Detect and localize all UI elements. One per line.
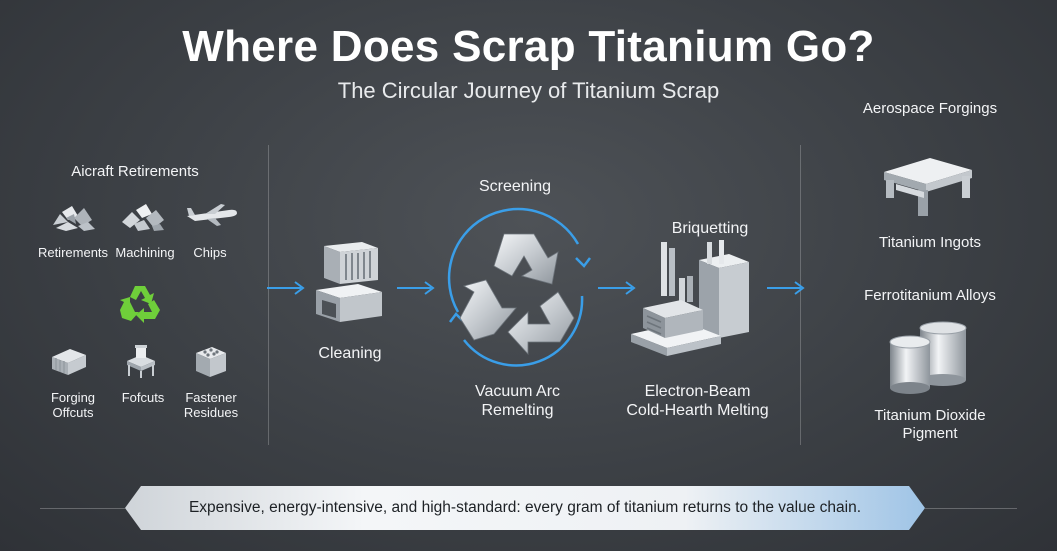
source-label-fofcuts: Fofcuts xyxy=(121,390,165,405)
page-subtitle: The Circular Journey of Titanium Scrap xyxy=(337,78,720,103)
process-label-cleaning: Cleaning xyxy=(318,345,382,362)
page-title: Where Does Scrap Titanium Go? xyxy=(182,22,875,71)
flow-arrow-2 xyxy=(397,281,435,295)
source-label-fastener-residues: Fastener Residues xyxy=(183,390,239,420)
source-label-machining: Machining xyxy=(115,245,175,260)
cylinder-ingots-icon xyxy=(889,321,967,394)
process-label-ebchm: Electron-Beam Cold-Hearth Melting xyxy=(626,383,769,419)
output-label-dioxide: Titanium Dioxide Pigment xyxy=(874,407,986,442)
forging-offcuts-icon xyxy=(52,349,86,375)
output-label-aerospace: Aerospace Forgings xyxy=(862,100,998,117)
ingot-table-icon xyxy=(884,158,972,216)
output-label-ferro: Ferrotitanium Alloys xyxy=(864,287,996,304)
flow-arrow-4 xyxy=(767,281,805,295)
footer-line-left xyxy=(40,508,125,509)
flow-arrow-3 xyxy=(598,281,636,295)
recycle-green-icon xyxy=(120,286,160,323)
divider-right xyxy=(800,145,801,445)
scrap-pile-icon xyxy=(53,206,95,231)
process-label-briquetting: Briquetting xyxy=(671,220,749,237)
output-label-ingots: Titanium Ingots xyxy=(879,234,981,251)
cleaning-machine-icon xyxy=(316,242,382,322)
divider-left xyxy=(268,145,269,445)
machining-chips-icon xyxy=(122,204,164,231)
process-label-vacuum-arc: Vacuum Arc Remelting xyxy=(474,383,561,419)
fastener-residues-icon xyxy=(196,347,226,377)
flow-arrow-1 xyxy=(267,281,305,295)
furnace-icon xyxy=(631,240,749,356)
sources-heading: Aicraft Retirements xyxy=(71,163,199,180)
source-label-forging-offcuts: Forging Offcuts xyxy=(50,390,96,420)
source-label-chips: Chips xyxy=(193,245,227,260)
footer-banner: Expensive, energy-intensive, and high-st… xyxy=(125,486,925,530)
process-label-screening: Screening xyxy=(478,178,552,195)
fofcuts-icon xyxy=(127,345,155,378)
footer-line-right xyxy=(925,508,1017,509)
recycle-loop-icon xyxy=(447,207,591,367)
airplane-icon xyxy=(187,204,237,226)
footer-banner-text: Expensive, energy-intensive, and high-st… xyxy=(188,499,862,516)
source-label-retirements: Retirements xyxy=(37,245,109,260)
